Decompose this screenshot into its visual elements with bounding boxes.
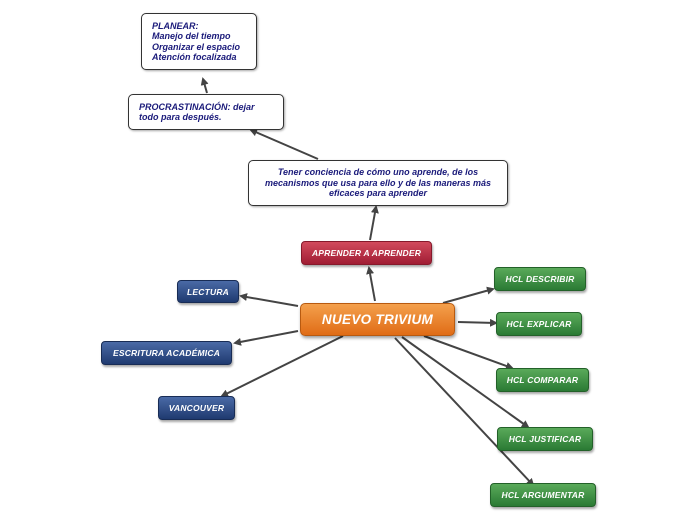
edge-central-justificar	[401, 336, 530, 429]
aprender-node[interactable]: APRENDER A APRENDER	[301, 241, 432, 265]
vancouver-node[interactable]: VANCOUVER	[158, 396, 235, 420]
escritura-label: ESCRITURA ACADÉMICA	[112, 348, 221, 358]
planear-item-espacio: Organizar el espacio	[152, 41, 241, 52]
comparar-label: HCL COMPARAR	[506, 375, 579, 385]
central-label: NUEVO TRIVIUM	[321, 312, 434, 327]
describir-node[interactable]: HCL DESCRIBIR	[494, 267, 586, 291]
edge-central-comparar	[423, 335, 514, 370]
planear-node[interactable]: PLANEAR: Manejo del tiempo Organizar el …	[141, 13, 257, 70]
describir-label: HCL DESCRIBIR	[505, 274, 575, 284]
edge-central-escritura	[233, 330, 299, 346]
conciencia-node[interactable]: Tener conciencia de cómo uno aprende, de…	[248, 160, 508, 206]
explicar-node[interactable]: HCL EXPLICAR	[496, 312, 582, 336]
planear-title: PLANEAR:	[152, 20, 199, 31]
lectura-label: LECTURA	[186, 286, 229, 297]
edge-central-aprender	[366, 266, 376, 302]
explicar-label: HCL EXPLICAR	[506, 319, 572, 329]
edge-central-argumentar	[394, 337, 535, 487]
planear-item-tiempo: Manejo del tiempo	[152, 31, 231, 41]
procrastinacion-text: PROCRASTINACIÓN: dejar todo para después…	[139, 101, 255, 123]
central-node[interactable]: NUEVO TRIVIUM	[300, 303, 455, 336]
edge-aprender-conciencia	[369, 205, 379, 241]
edge-central-vancouver	[220, 335, 344, 397]
escritura-node[interactable]: ESCRITURA ACADÉMICA	[101, 341, 232, 365]
edge-procrastinacion-planear	[200, 77, 209, 94]
argumentar-label: HCL ARGUMENTAR	[501, 490, 585, 500]
edge-central-explicar	[457, 318, 498, 327]
edge-conciencia-procrastinacion	[249, 128, 319, 160]
planear-item-atencion: Atención focalizada	[152, 52, 237, 62]
procrastinacion-node[interactable]: PROCRASTINACIÓN: dejar todo para después…	[128, 94, 284, 130]
comparar-node[interactable]: HCL COMPARAR	[496, 368, 589, 392]
aprender-label: APRENDER A APRENDER	[311, 248, 422, 258]
lectura-node[interactable]: LECTURA	[177, 280, 239, 303]
argumentar-node[interactable]: HCL ARGUMENTAR	[490, 483, 596, 507]
edge-central-lectura	[239, 293, 299, 307]
edge-central-describir	[442, 286, 495, 304]
vancouver-label: VANCOUVER	[168, 403, 225, 413]
justificar-node[interactable]: HCL JUSTIFICAR	[497, 427, 593, 451]
conciencia-text: Tener conciencia de cómo uno aprende, de…	[264, 167, 492, 199]
justificar-label: HCL JUSTIFICAR	[508, 434, 582, 444]
